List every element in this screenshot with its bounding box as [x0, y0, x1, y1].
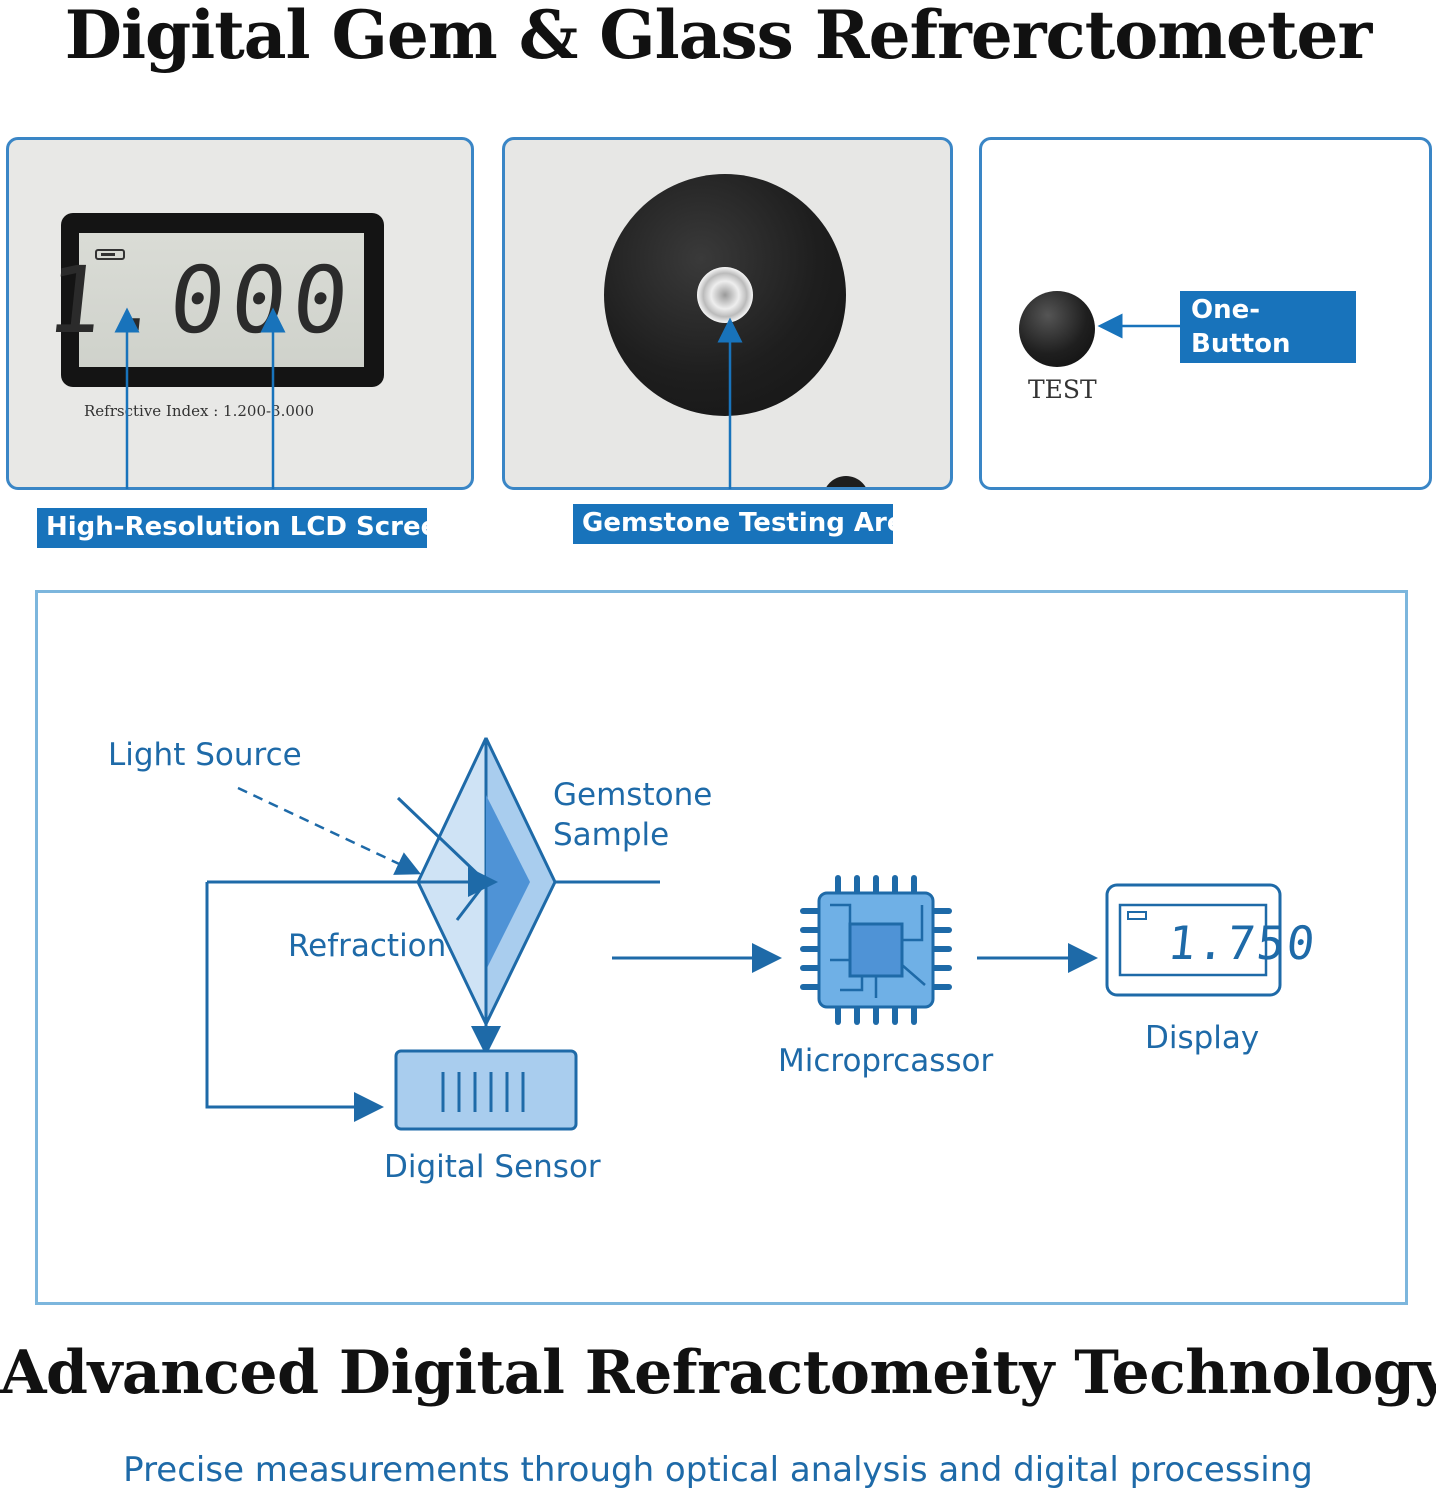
callout-arrows — [114, 307, 1180, 489]
light-source-label: Light Source — [108, 737, 302, 773]
microprocessor-chip-icon — [800, 875, 952, 1025]
battery-icon — [95, 249, 125, 260]
test-button[interactable] — [1019, 291, 1095, 367]
feedback-loop — [205, 882, 384, 1122]
digital-sensor-label: Digital Sensor — [384, 1149, 601, 1185]
digital-sensor-block — [394, 1049, 578, 1131]
refractometer-diagram — [205, 737, 1282, 1131]
footer-subtitle: Precise measurements through optical ana… — [123, 1450, 1313, 1490]
one-button-callout: One-Button Operation — [1180, 291, 1356, 393]
test-button-label: TEST — [1028, 375, 1097, 404]
footer-title: Advanced Digital Refractomeity Technolog… — [0, 1338, 1436, 1408]
corner-knob — [823, 476, 869, 487]
display-reading: 1.750 — [1165, 916, 1320, 970]
diagram-frame — [35, 590, 1408, 1305]
display-device-icon — [1105, 883, 1282, 997]
gemstone-testing-puck — [604, 174, 846, 416]
microprocessor-label: Microprcassor — [778, 1043, 994, 1079]
light-source-ray — [237, 786, 422, 875]
page-title: Digital Gem & Glass Refrerctometer — [64, 0, 1373, 74]
refractive-index-range: Refrsctive Index : 1.200-3.000 — [84, 402, 315, 420]
testing-area-panel — [502, 137, 953, 490]
testing-aperture — [697, 267, 753, 323]
lcd-screen-callout: High-Resolution LCD Screen — [37, 508, 457, 548]
refraction-label: Refraction — [288, 928, 447, 964]
testing-area-callout: Gemstone Testing Area — [573, 504, 922, 544]
display-label: Display — [1145, 1020, 1260, 1056]
gemstone-sample-label: Gemstone Sample — [553, 777, 713, 853]
